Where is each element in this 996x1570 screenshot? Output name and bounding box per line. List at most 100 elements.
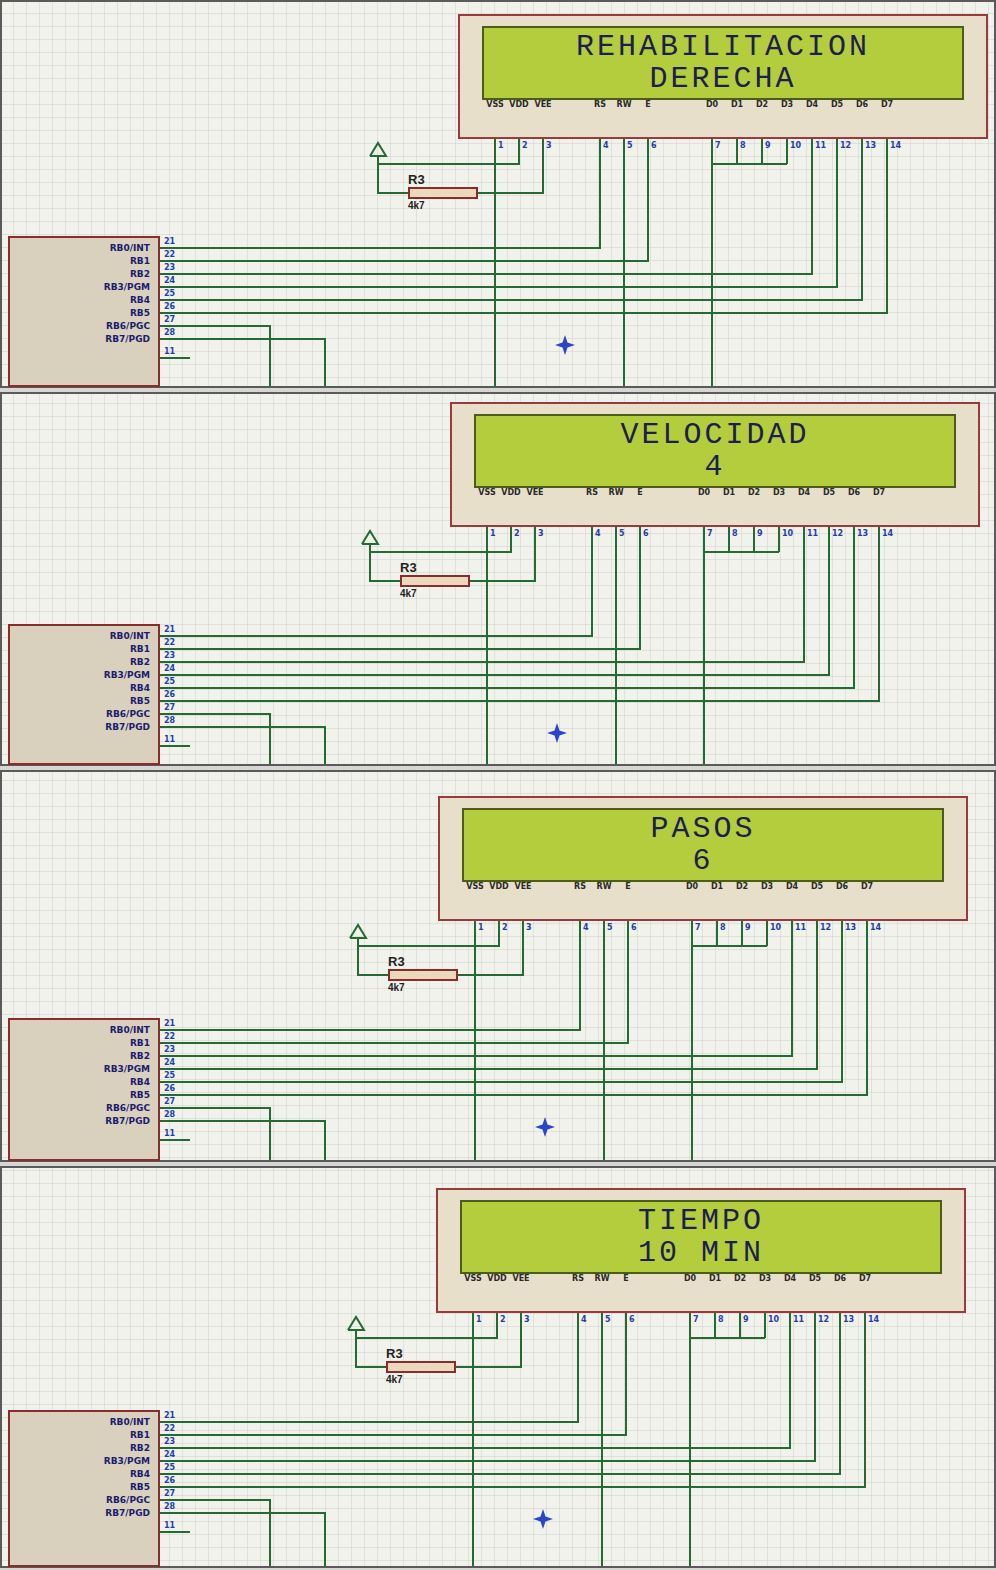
pin-number: 8 [740,141,746,150]
lcd-text: PASOS [650,813,755,845]
pin-number: 3 [546,141,552,150]
pin-number: 7 [695,923,701,932]
pin-number: 6 [631,923,637,932]
pin-number: 22 [164,1032,175,1041]
pin-name: RB2 [130,268,150,280]
wire [160,139,648,261]
wire [704,551,779,553]
pin-number: 27 [164,1097,175,1106]
microcontroller: RB0/INTRB1RB2RB3/PGMRB4RB5RB6/PGCRB7/PGD [8,624,160,765]
schematic-panel [1,1,995,387]
pin-number: 27 [164,315,175,324]
pin-name: RB2 [130,656,150,668]
pin-number: 10 [782,529,793,538]
pin-number: 2 [522,141,528,150]
wire [160,1108,270,1160]
pin-name: D2 [756,100,768,110]
wire [703,552,705,764]
wire [160,326,270,386]
wire [690,1337,765,1339]
lcd-text: TIEMPO [638,1205,764,1237]
wire [160,527,879,701]
pin-name: RB4 [130,1468,150,1480]
pin-number: 9 [745,923,751,932]
wire [714,1313,716,1338]
pin-number: 22 [164,1424,175,1433]
wire [474,921,476,1160]
wire [160,1139,190,1141]
wire [160,139,887,313]
pin-number: 25 [164,289,175,298]
wire [160,1313,626,1435]
pin-number: 28 [164,1110,175,1119]
pin-number: 7 [707,529,713,538]
wire [378,139,519,164]
wire [741,921,743,946]
pin-number: 25 [164,1463,175,1472]
pin-number: 24 [164,1058,175,1067]
pin-name: RB6/PGC [106,708,150,720]
pin-name: D4 [798,488,810,498]
wire [160,527,854,688]
wire [160,1313,815,1461]
pin-name: D4 [806,100,818,110]
pin-name: D1 [709,1274,721,1284]
pin-name: VEE [512,1274,529,1284]
wire [370,544,400,581]
wire [160,745,190,747]
microcontroller: RB0/INTRB1RB2RB3/PGMRB4RB5RB6/PGCRB7/PGD [8,1018,160,1161]
lcd-module: VSSVDDVEERSRWED0D1D2D3D4D5D6D7VELOCIDAD4 [450,402,980,527]
pin-number: 8 [718,1315,724,1324]
wire [362,531,378,544]
pin-name: D3 [761,882,773,892]
pin-number: 1 [478,923,484,932]
lcd-screen: REHABILITACIONDERECHA [482,26,964,100]
pin-name: RS [586,488,598,498]
pin-number: 28 [164,1502,175,1511]
part-value: 4k7 [386,1373,456,1386]
wire [703,527,705,552]
lcd-text: VELOCIDAD [620,419,809,451]
pin-name: D3 [781,100,793,110]
wire [160,921,628,1043]
pin-name: VEE [526,488,543,498]
lcd-screen: TIEMPO10 MIN [460,1200,942,1274]
pin-name: RS [594,100,606,110]
pin-number: 21 [164,1411,175,1420]
lcd-text: DERECHA [649,63,796,95]
pin-number: 4 [603,141,609,150]
pin-number: 21 [164,1019,175,1028]
pin-name: RB7/PGD [105,721,150,733]
pin-name: D3 [773,488,785,498]
wire-connector [458,921,523,975]
pin-name: RB6/PGC [106,1102,150,1114]
pin-number: 25 [164,677,175,686]
pin-name: D2 [734,1274,746,1284]
pin-number: 5 [607,923,613,932]
pin-name: D0 [684,1274,696,1284]
wire [160,1121,325,1160]
pin-name: RB0/INT [110,630,150,642]
pin-number: 6 [629,1315,635,1324]
wire [603,921,605,1160]
part-value: 4k7 [400,587,470,600]
pin-name: D5 [831,100,843,110]
pin-name: E [637,488,642,498]
pin-name: VSS [464,1274,481,1284]
pin-name: RS [574,882,586,892]
wire [350,925,366,938]
pin-name: VDD [487,1274,506,1284]
pin-number: 13 [845,923,856,932]
wire-connector [160,139,600,248]
pin-name: VDD [509,100,528,110]
part-value: 4k7 [388,981,458,994]
pin-number: 11 [164,1521,175,1530]
pin-name: D2 [748,488,760,498]
resistor-body [386,1361,456,1373]
lcd-screen: PASOS6 [462,808,944,882]
pin-name: VSS [478,488,495,498]
pin-number: 12 [840,141,851,150]
pin-name: D7 [881,100,893,110]
